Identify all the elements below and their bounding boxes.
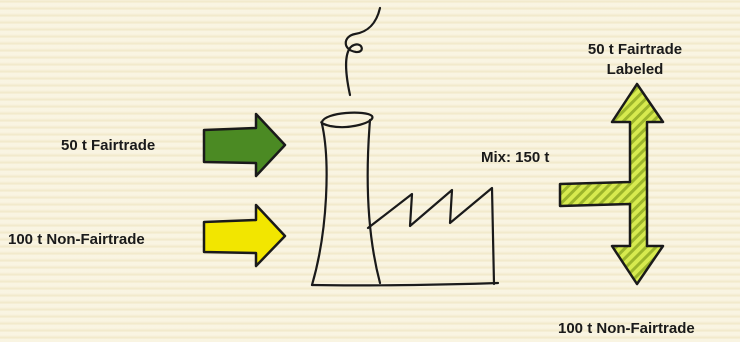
fairtrade-labeled-line1: 50 t Fairtrade — [587, 41, 683, 58]
fairtrade-input-label: 50 t Fairtrade — [61, 137, 156, 154]
fairtrade-labeled-line2: Labeled — [606, 61, 664, 78]
non-fairtrade-input-label: 100 t Non-Fairtrade — [8, 231, 145, 248]
factory-icon — [310, 6, 500, 287]
non-fairtrade-input-arrow — [202, 203, 287, 268]
fairtrade-labeled-output-label: 50 t Fairtrade Labeled — [560, 40, 710, 80]
fairtrade-input-arrow — [202, 112, 287, 178]
mix-label: Mix: 150 t — [481, 149, 550, 166]
non-fairtrade-output-label: 100 t Non-Fairtrade — [558, 320, 695, 337]
mix-output-arrow — [558, 82, 665, 286]
